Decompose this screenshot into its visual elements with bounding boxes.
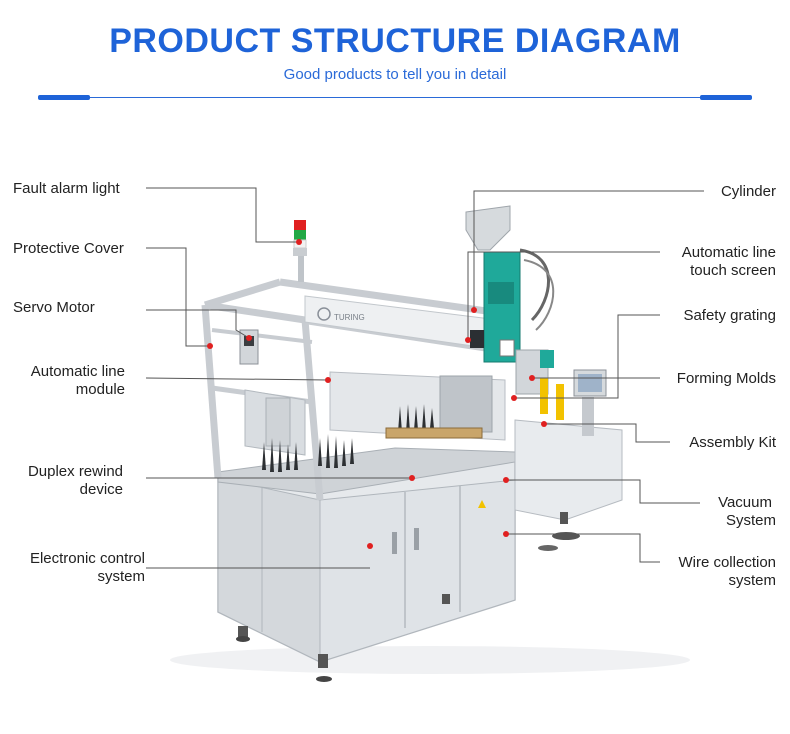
label-assembly-kit: Assembly Kit <box>689 434 776 451</box>
marker-touch-screen <box>465 337 471 343</box>
right-cabinet <box>514 419 623 521</box>
rewind-spikes <box>262 404 434 472</box>
divider-cap-left <box>38 95 90 100</box>
marker-forming-molds <box>529 375 535 381</box>
divider-cap-right <box>700 95 752 100</box>
cabinet-front <box>319 479 516 663</box>
label-cylinder: Cylinder <box>720 183 776 200</box>
marker-safety-grating <box>511 395 517 401</box>
hopper <box>465 205 511 251</box>
marker-wire-collection-system <box>503 531 509 537</box>
marker-electronic-control-system <box>367 543 373 549</box>
marker-fault-alarm-light <box>296 239 302 245</box>
marker-duplex-rewind-device <box>409 475 415 481</box>
label-servo-motor: Servo Motor <box>13 299 95 316</box>
page-subtitle: Good products to tell you in detail <box>283 66 507 83</box>
marker-vacuum-system <box>503 477 509 483</box>
marker-servo-motor <box>246 335 252 341</box>
label-safety-grating: Safety grating <box>683 307 776 324</box>
marker-automatic-line-module <box>325 377 331 383</box>
cabinet-side <box>217 477 321 663</box>
touch-screen <box>470 330 484 348</box>
page-title: PRODUCT STRUCTURE DIAGRAM <box>109 22 681 60</box>
callout-markers <box>207 239 547 549</box>
leader-lines <box>145 187 704 569</box>
brand-text: TURING <box>334 313 365 322</box>
floor-shadow <box>170 646 690 674</box>
marker-cylinder <box>471 307 477 313</box>
header-divider <box>38 97 752 98</box>
marker-assembly-kit <box>541 421 547 427</box>
label-protective-cover: Protective Cover <box>13 240 124 257</box>
label-fault-alarm-light: Fault alarm light <box>13 180 120 197</box>
label-forming-molds: Forming Molds <box>676 370 776 387</box>
marker-protective-cover <box>207 343 213 349</box>
